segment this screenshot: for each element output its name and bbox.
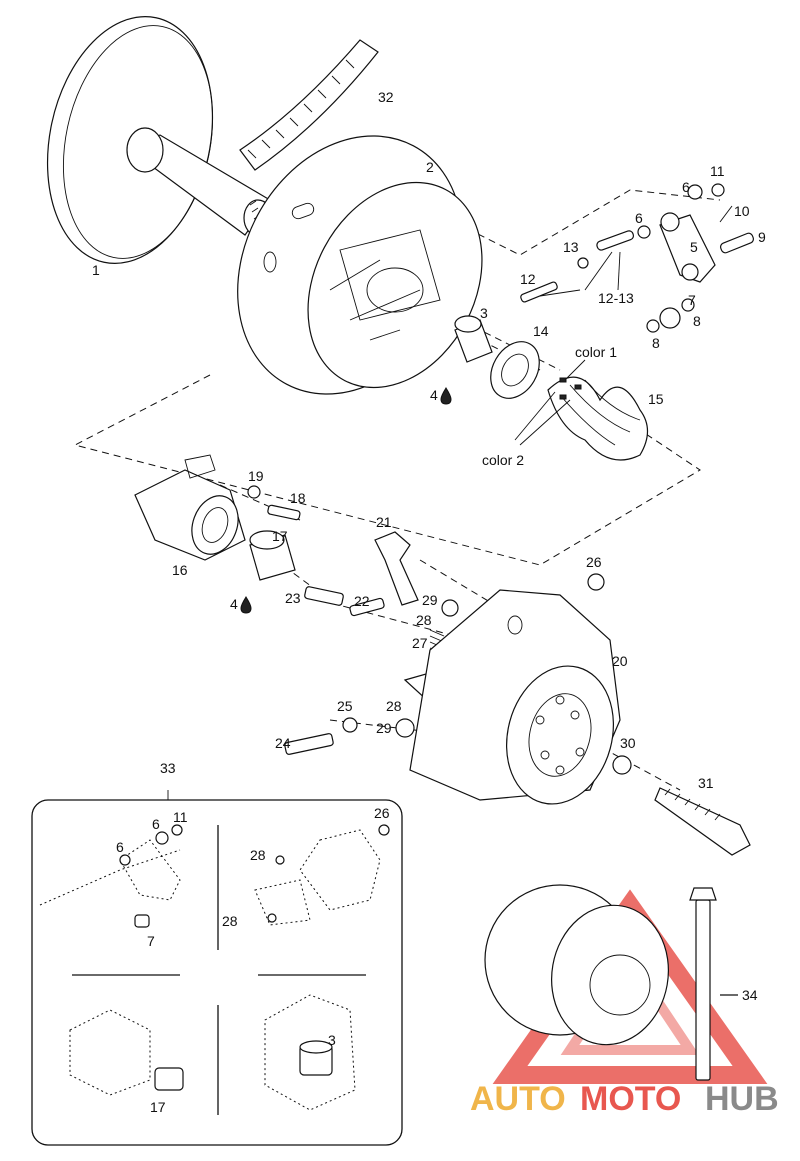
inset-callout-26: 26 <box>374 805 390 821</box>
callout-color2: color 2 <box>482 452 524 468</box>
callout-4a: 4 <box>430 387 438 403</box>
callout-3: 3 <box>480 305 488 321</box>
callout-17: 17 <box>272 528 288 544</box>
callout-16: 16 <box>172 562 188 578</box>
spring-and-bushing <box>454 315 649 461</box>
inset-callout-7: 7 <box>147 933 155 949</box>
leader-lines <box>167 251 621 800</box>
callout-4b: 4 <box>230 596 238 612</box>
callout-2: 2 <box>426 159 434 175</box>
watermark-auto: AUTO <box>470 1080 566 1118</box>
oil-drop-icons <box>240 387 452 614</box>
callout-19: 19 <box>248 468 264 484</box>
watermark-text: AUTO MOTO HUB <box>470 1080 779 1118</box>
watermark-hub: HUB <box>705 1080 779 1118</box>
callout-7: 7 <box>688 292 696 308</box>
part-1-fixed-sheave <box>46 16 273 264</box>
inset-callout-3: 3 <box>328 1032 336 1048</box>
part-16-spider <box>134 454 301 581</box>
watermark-moto: MOTO <box>580 1080 681 1118</box>
oil-drop-icon <box>440 387 452 405</box>
callout-34: 34 <box>742 987 758 1003</box>
callout-30: 30 <box>620 735 636 751</box>
part-34-assembly <box>484 884 738 1081</box>
callout-28a: 28 <box>416 612 432 628</box>
callout-32: 32 <box>378 89 394 105</box>
lever-assembly <box>520 183 755 333</box>
callout-8a: 8 <box>693 313 701 329</box>
callout-26: 26 <box>586 554 602 570</box>
callout-27: 27 <box>412 635 428 651</box>
callout-12: 12 <box>520 271 536 287</box>
part-2-movable-sheave <box>237 135 483 395</box>
callout-12-13: 12-13 <box>598 290 634 306</box>
inset-callout-11: 11 <box>173 809 188 825</box>
callout-9: 9 <box>758 229 766 245</box>
callout-14: 14 <box>533 323 549 339</box>
callout-6b: 6 <box>635 210 643 226</box>
callout-28b: 28 <box>386 698 402 714</box>
callout-13: 13 <box>563 239 579 255</box>
callout-22: 22 <box>354 593 370 609</box>
callout-15: 15 <box>648 391 664 407</box>
callout-6a: 6 <box>682 179 690 195</box>
oil-drop-icon <box>240 596 252 614</box>
inset-labels: 6 11 6 7 26 28 28 3 17 <box>116 805 390 1115</box>
part-32-drive-belt <box>239 39 379 171</box>
callout-23: 23 <box>285 590 301 606</box>
callout-18: 18 <box>290 490 306 506</box>
callout-5: 5 <box>690 239 698 255</box>
callout-20: 20 <box>612 653 628 669</box>
callout-10: 10 <box>734 203 750 219</box>
inset-callout-6a: 6 <box>152 816 160 832</box>
inset-callout-28b: 28 <box>222 913 238 929</box>
callout-color1: color 1 <box>575 344 617 360</box>
callout-11: 11 <box>710 163 725 179</box>
callout-33: 33 <box>160 760 176 776</box>
callout-25: 25 <box>337 698 353 714</box>
callout-24: 24 <box>275 735 291 751</box>
part-20-hub <box>409 573 751 856</box>
callout-1: 1 <box>92 262 100 278</box>
inset-callout-6b: 6 <box>116 839 124 855</box>
callout-21: 21 <box>376 514 392 530</box>
inset-callout-28a: 28 <box>250 847 266 863</box>
callout-labels: 1 32 2 11 6 10 6 9 13 5 12 12-13 7 8 8 3… <box>92 89 766 1003</box>
inset-callout-17: 17 <box>150 1099 166 1115</box>
inset-box-33 <box>31 799 403 1146</box>
callout-29a: 29 <box>422 592 438 608</box>
callout-8b: 8 <box>652 335 660 351</box>
callout-31: 31 <box>698 775 714 791</box>
callout-29b: 29 <box>376 720 392 736</box>
